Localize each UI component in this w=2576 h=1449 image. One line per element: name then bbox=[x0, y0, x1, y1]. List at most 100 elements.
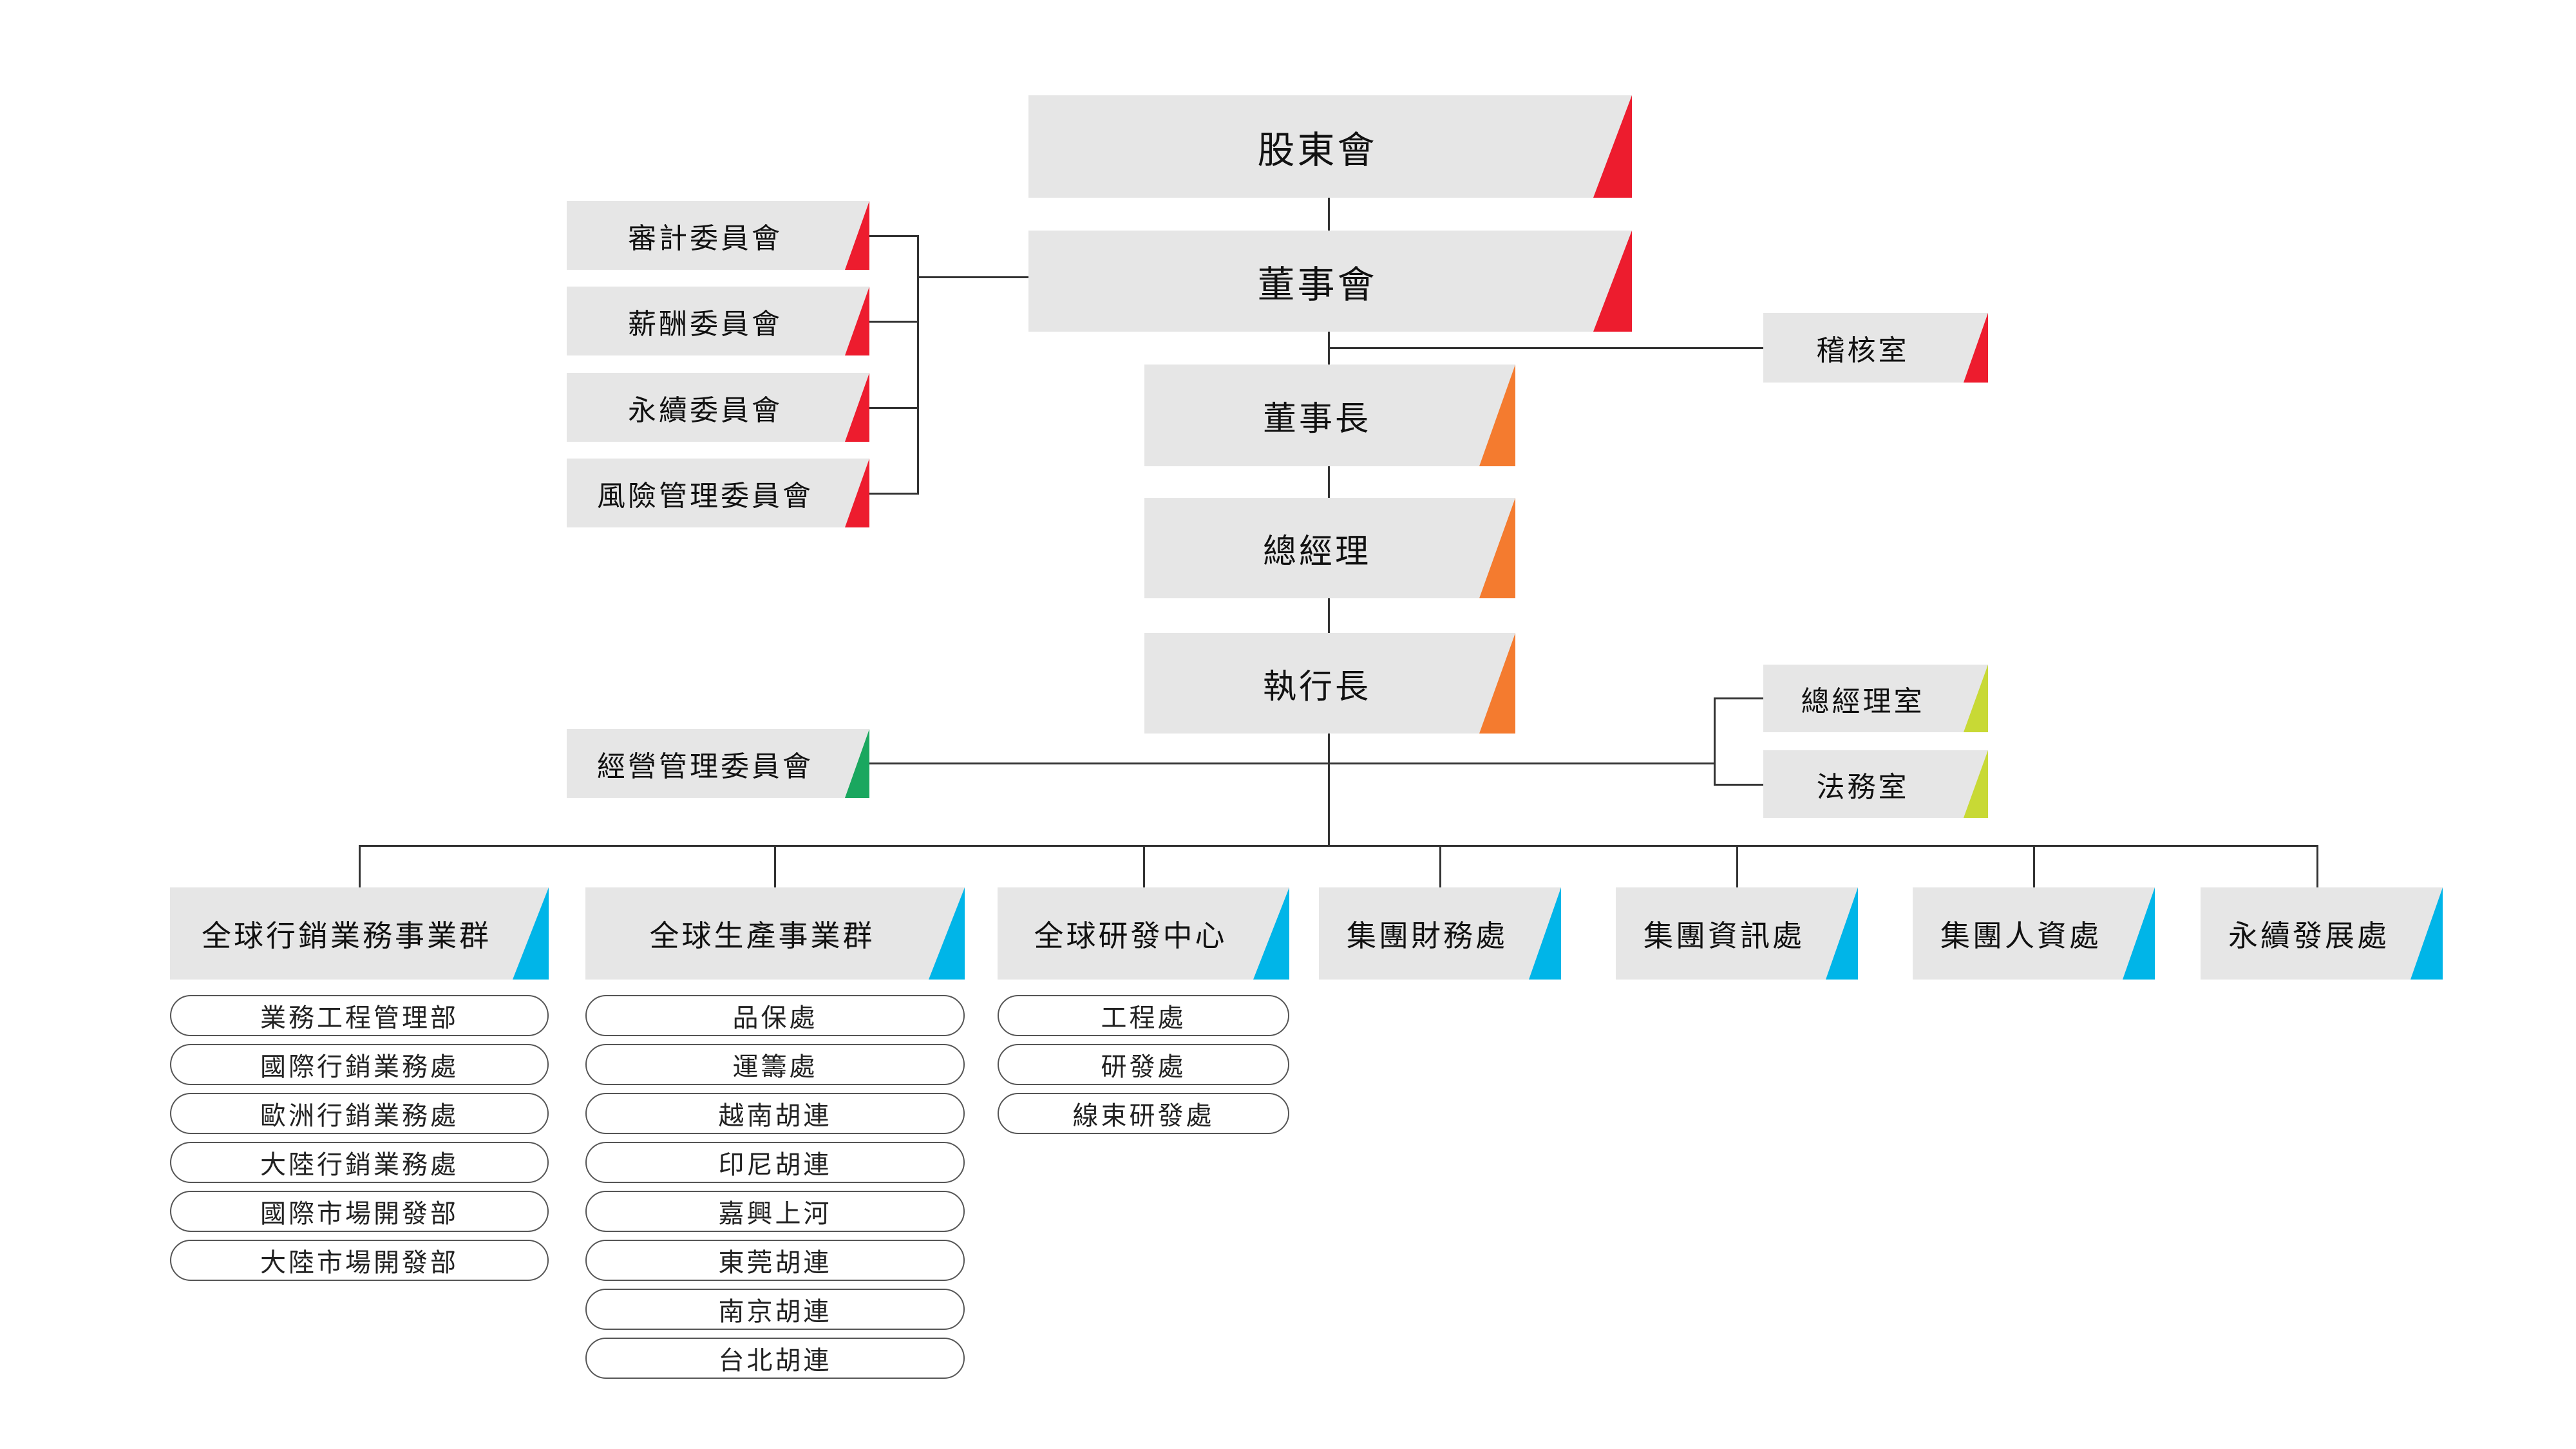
unit-pill[interactable]: 研發處 bbox=[998, 1044, 1289, 1085]
blue-corner-marker bbox=[513, 887, 549, 980]
red-corner-marker bbox=[845, 459, 869, 527]
group-label: 集團資訊處 bbox=[1643, 918, 1804, 953]
legal-office-box[interactable]: 法務室 bbox=[1763, 750, 1988, 818]
unit-pill[interactable]: 台北胡連 bbox=[585, 1338, 965, 1379]
blue-corner-marker bbox=[2410, 887, 2443, 980]
unit-pill[interactable]: 運籌處 bbox=[585, 1044, 965, 1085]
gm-office-box[interactable]: 總經理室 bbox=[1763, 665, 1988, 732]
red-corner-marker bbox=[845, 201, 869, 270]
connector-staff-bracket bbox=[1714, 697, 1716, 786]
unit-pill[interactable]: 國際行銷業務處 bbox=[170, 1044, 549, 1085]
unit-pill[interactable]: 線束研發處 bbox=[998, 1093, 1289, 1134]
connector-legal-office bbox=[1714, 784, 1763, 786]
connector-committee-bracket bbox=[917, 235, 919, 495]
orange-corner-marker bbox=[1479, 633, 1515, 734]
unit-pill-label: 大陸行銷業務處 bbox=[260, 1150, 459, 1180]
unit-pill[interactable]: 南京胡連 bbox=[585, 1289, 965, 1330]
lime-corner-marker bbox=[1964, 665, 1988, 732]
connector-group-2 bbox=[774, 845, 776, 889]
unit-pill[interactable]: 越南胡連 bbox=[585, 1093, 965, 1134]
unit-pill-label: 南京胡連 bbox=[718, 1297, 832, 1327]
unit-pill-label: 台北胡連 bbox=[718, 1346, 832, 1376]
connector-committee-1 bbox=[869, 235, 918, 237]
unit-pill-label: 國際行銷業務處 bbox=[260, 1052, 459, 1082]
committee-label: 風險管理委員會 bbox=[597, 479, 813, 513]
group-label: 全球生產事業群 bbox=[649, 918, 875, 953]
connector-group-7 bbox=[2316, 845, 2318, 889]
connector-group-6 bbox=[2033, 845, 2035, 889]
management-committee-label: 經營管理委員會 bbox=[597, 750, 813, 783]
group-box-hr[interactable]: 集團人資處 bbox=[1913, 887, 2155, 980]
group-label: 全球研發中心 bbox=[1034, 918, 1227, 953]
board-of-directors-box[interactable]: 董事會 bbox=[1028, 231, 1632, 332]
orange-corner-marker bbox=[1479, 498, 1515, 598]
connector-management-committee bbox=[869, 762, 1715, 764]
group-box-finance[interactable]: 集團財務處 bbox=[1319, 887, 1561, 980]
blue-corner-marker bbox=[2123, 887, 2155, 980]
unit-pill[interactable]: 歐洲行銷業務處 bbox=[170, 1093, 549, 1134]
blue-corner-marker bbox=[929, 887, 965, 980]
unit-pill[interactable]: 業務工程管理部 bbox=[170, 995, 549, 1036]
committee-box-risk[interactable]: 風險管理委員會 bbox=[567, 459, 869, 527]
unit-pill[interactable]: 大陸行銷業務處 bbox=[170, 1142, 549, 1183]
group-box-global-rd[interactable]: 全球研發中心 bbox=[998, 887, 1289, 980]
connector-shareholders-board bbox=[1328, 198, 1330, 231]
group-label: 全球行銷業務事業群 bbox=[202, 918, 491, 953]
group-label: 集團財務處 bbox=[1347, 918, 1508, 953]
ceo-box[interactable]: 執行長 bbox=[1144, 633, 1515, 734]
committee-box-sustainability[interactable]: 永續委員會 bbox=[567, 373, 869, 442]
shareholders-meeting-label: 股東會 bbox=[1257, 128, 1378, 172]
unit-pill-label: 越南胡連 bbox=[718, 1101, 832, 1131]
unit-pill-label: 線束研發處 bbox=[1072, 1101, 1215, 1131]
blue-corner-marker bbox=[1826, 887, 1858, 980]
connector-committees-board bbox=[917, 276, 1029, 278]
red-corner-marker bbox=[1593, 231, 1632, 332]
unit-pill[interactable]: 嘉興上河 bbox=[585, 1191, 965, 1232]
committee-label: 審計委員會 bbox=[628, 222, 782, 255]
unit-pill[interactable]: 東莞胡連 bbox=[585, 1240, 965, 1281]
legal-office-label: 法務室 bbox=[1816, 770, 1909, 804]
president-box[interactable]: 總經理 bbox=[1144, 498, 1515, 598]
unit-pill-label: 品保處 bbox=[732, 1003, 818, 1033]
committee-box-compensation[interactable]: 薪酬委員會 bbox=[567, 287, 869, 355]
unit-pill[interactable]: 印尼胡連 bbox=[585, 1142, 965, 1183]
connector-group-1 bbox=[359, 845, 361, 889]
unit-pill[interactable]: 品保處 bbox=[585, 995, 965, 1036]
unit-pill[interactable]: 大陸市場開發部 bbox=[170, 1240, 549, 1281]
chairman-label: 董事長 bbox=[1262, 399, 1371, 439]
connector-committee-3 bbox=[869, 407, 918, 409]
audit-office-box[interactable]: 稽核室 bbox=[1763, 313, 1988, 383]
committee-box-audit[interactable]: 審計委員會 bbox=[567, 201, 869, 270]
management-committee-box[interactable]: 經營管理委員會 bbox=[567, 729, 869, 798]
connector-group-4 bbox=[1439, 845, 1441, 889]
ceo-label: 執行長 bbox=[1262, 667, 1371, 706]
connector-chairman-president bbox=[1328, 466, 1330, 498]
unit-pill-label: 業務工程管理部 bbox=[260, 1003, 459, 1033]
unit-pill-label: 東莞胡連 bbox=[718, 1248, 832, 1278]
committee-label: 薪酬委員會 bbox=[628, 307, 782, 341]
orange-corner-marker bbox=[1479, 365, 1515, 466]
blue-corner-marker bbox=[1529, 887, 1561, 980]
group-label: 集團人資處 bbox=[1940, 918, 2101, 953]
connector-ceo-bus bbox=[1328, 734, 1330, 846]
group-label: 永續發展處 bbox=[2228, 918, 2389, 953]
red-corner-marker bbox=[1593, 95, 1632, 198]
gm-office-label: 總經理室 bbox=[1801, 685, 1925, 718]
connector-president-ceo bbox=[1328, 598, 1330, 634]
shareholders-meeting-box[interactable]: 股東會 bbox=[1028, 95, 1632, 198]
unit-pill-label: 大陸市場開發部 bbox=[260, 1248, 459, 1278]
unit-pill-label: 工程處 bbox=[1101, 1003, 1186, 1033]
unit-pill[interactable]: 工程處 bbox=[998, 995, 1289, 1036]
chairman-box[interactable]: 董事長 bbox=[1144, 365, 1515, 466]
group-box-sustainable-development[interactable]: 永續發展處 bbox=[2201, 887, 2443, 980]
unit-pill-label: 印尼胡連 bbox=[718, 1150, 832, 1180]
red-corner-marker bbox=[845, 287, 869, 355]
connector-groups-bus bbox=[359, 845, 2318, 847]
connector-audit-office bbox=[1328, 347, 1763, 349]
connector-committee-4 bbox=[869, 493, 918, 495]
group-box-global-marketing[interactable]: 全球行銷業務事業群 bbox=[170, 887, 549, 980]
group-box-global-production[interactable]: 全球生產事業群 bbox=[585, 887, 965, 980]
group-box-it[interactable]: 集團資訊處 bbox=[1616, 887, 1858, 980]
president-label: 總經理 bbox=[1262, 532, 1371, 571]
unit-pill[interactable]: 國際市場開發部 bbox=[170, 1191, 549, 1232]
